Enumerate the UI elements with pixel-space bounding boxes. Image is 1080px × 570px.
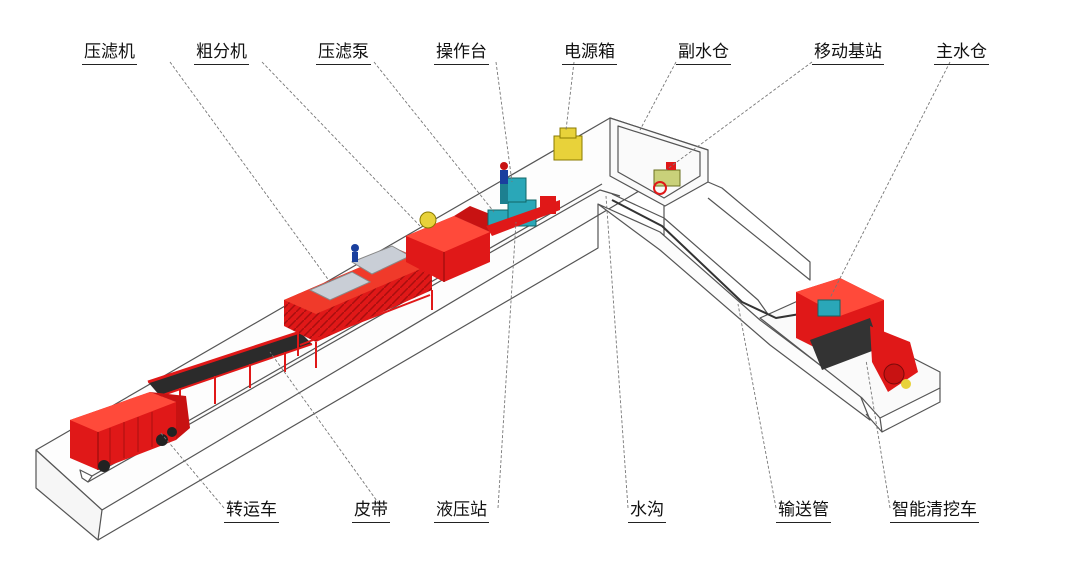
belt-conveyor (147, 330, 313, 420)
label-console: 操作台 (434, 42, 489, 65)
label-belt: 皮带 (352, 500, 390, 523)
power-box (553, 127, 583, 161)
leader-coarse-separator (261, 61, 421, 227)
label-coarse-separator: 粗分机 (194, 42, 249, 65)
leader-power-box (565, 61, 575, 131)
leader-delivery-pipe (737, 303, 777, 509)
label-sub-sump: 副水仓 (676, 42, 731, 65)
leader-filter-pump (373, 61, 495, 213)
label-main-sump: 主水仓 (934, 42, 989, 65)
delivery-pipe-line (611, 199, 813, 319)
sub-sump-box (609, 117, 709, 207)
leader-ditch (605, 195, 629, 509)
label-mobile-base-station: 移动基站 (812, 42, 884, 65)
leader-mobile-base-station (665, 61, 813, 171)
label-hydraulic-station: 液压站 (434, 500, 489, 523)
smart-cleaning-vehicle (796, 278, 918, 392)
leader-hydraulic-station (497, 221, 517, 509)
leader-main-sump (829, 61, 951, 299)
label-filter-press: 压滤机 (82, 42, 137, 65)
leader-belt (269, 351, 383, 509)
label-ditch: 水沟 (628, 500, 666, 523)
filter-press (284, 244, 433, 368)
leader-transfer-truck (159, 431, 225, 509)
leader-console (495, 61, 513, 183)
leader-smart-cleaning-vehicle (865, 359, 891, 509)
leader-sub-sump (639, 61, 677, 131)
filter-pump (486, 196, 560, 236)
label-power-box: 电源箱 (562, 42, 617, 65)
console (500, 162, 527, 204)
label-filter-pump: 压滤泵 (316, 42, 371, 65)
descending-ramp (597, 203, 871, 421)
label-smart-cleaning-vehicle: 智能清挖车 (890, 500, 979, 523)
leader-filter-press (169, 61, 331, 283)
transfer-truck (70, 392, 190, 472)
label-transfer-truck: 转运车 (224, 500, 279, 523)
label-delivery-pipe: 输送管 (776, 500, 831, 523)
